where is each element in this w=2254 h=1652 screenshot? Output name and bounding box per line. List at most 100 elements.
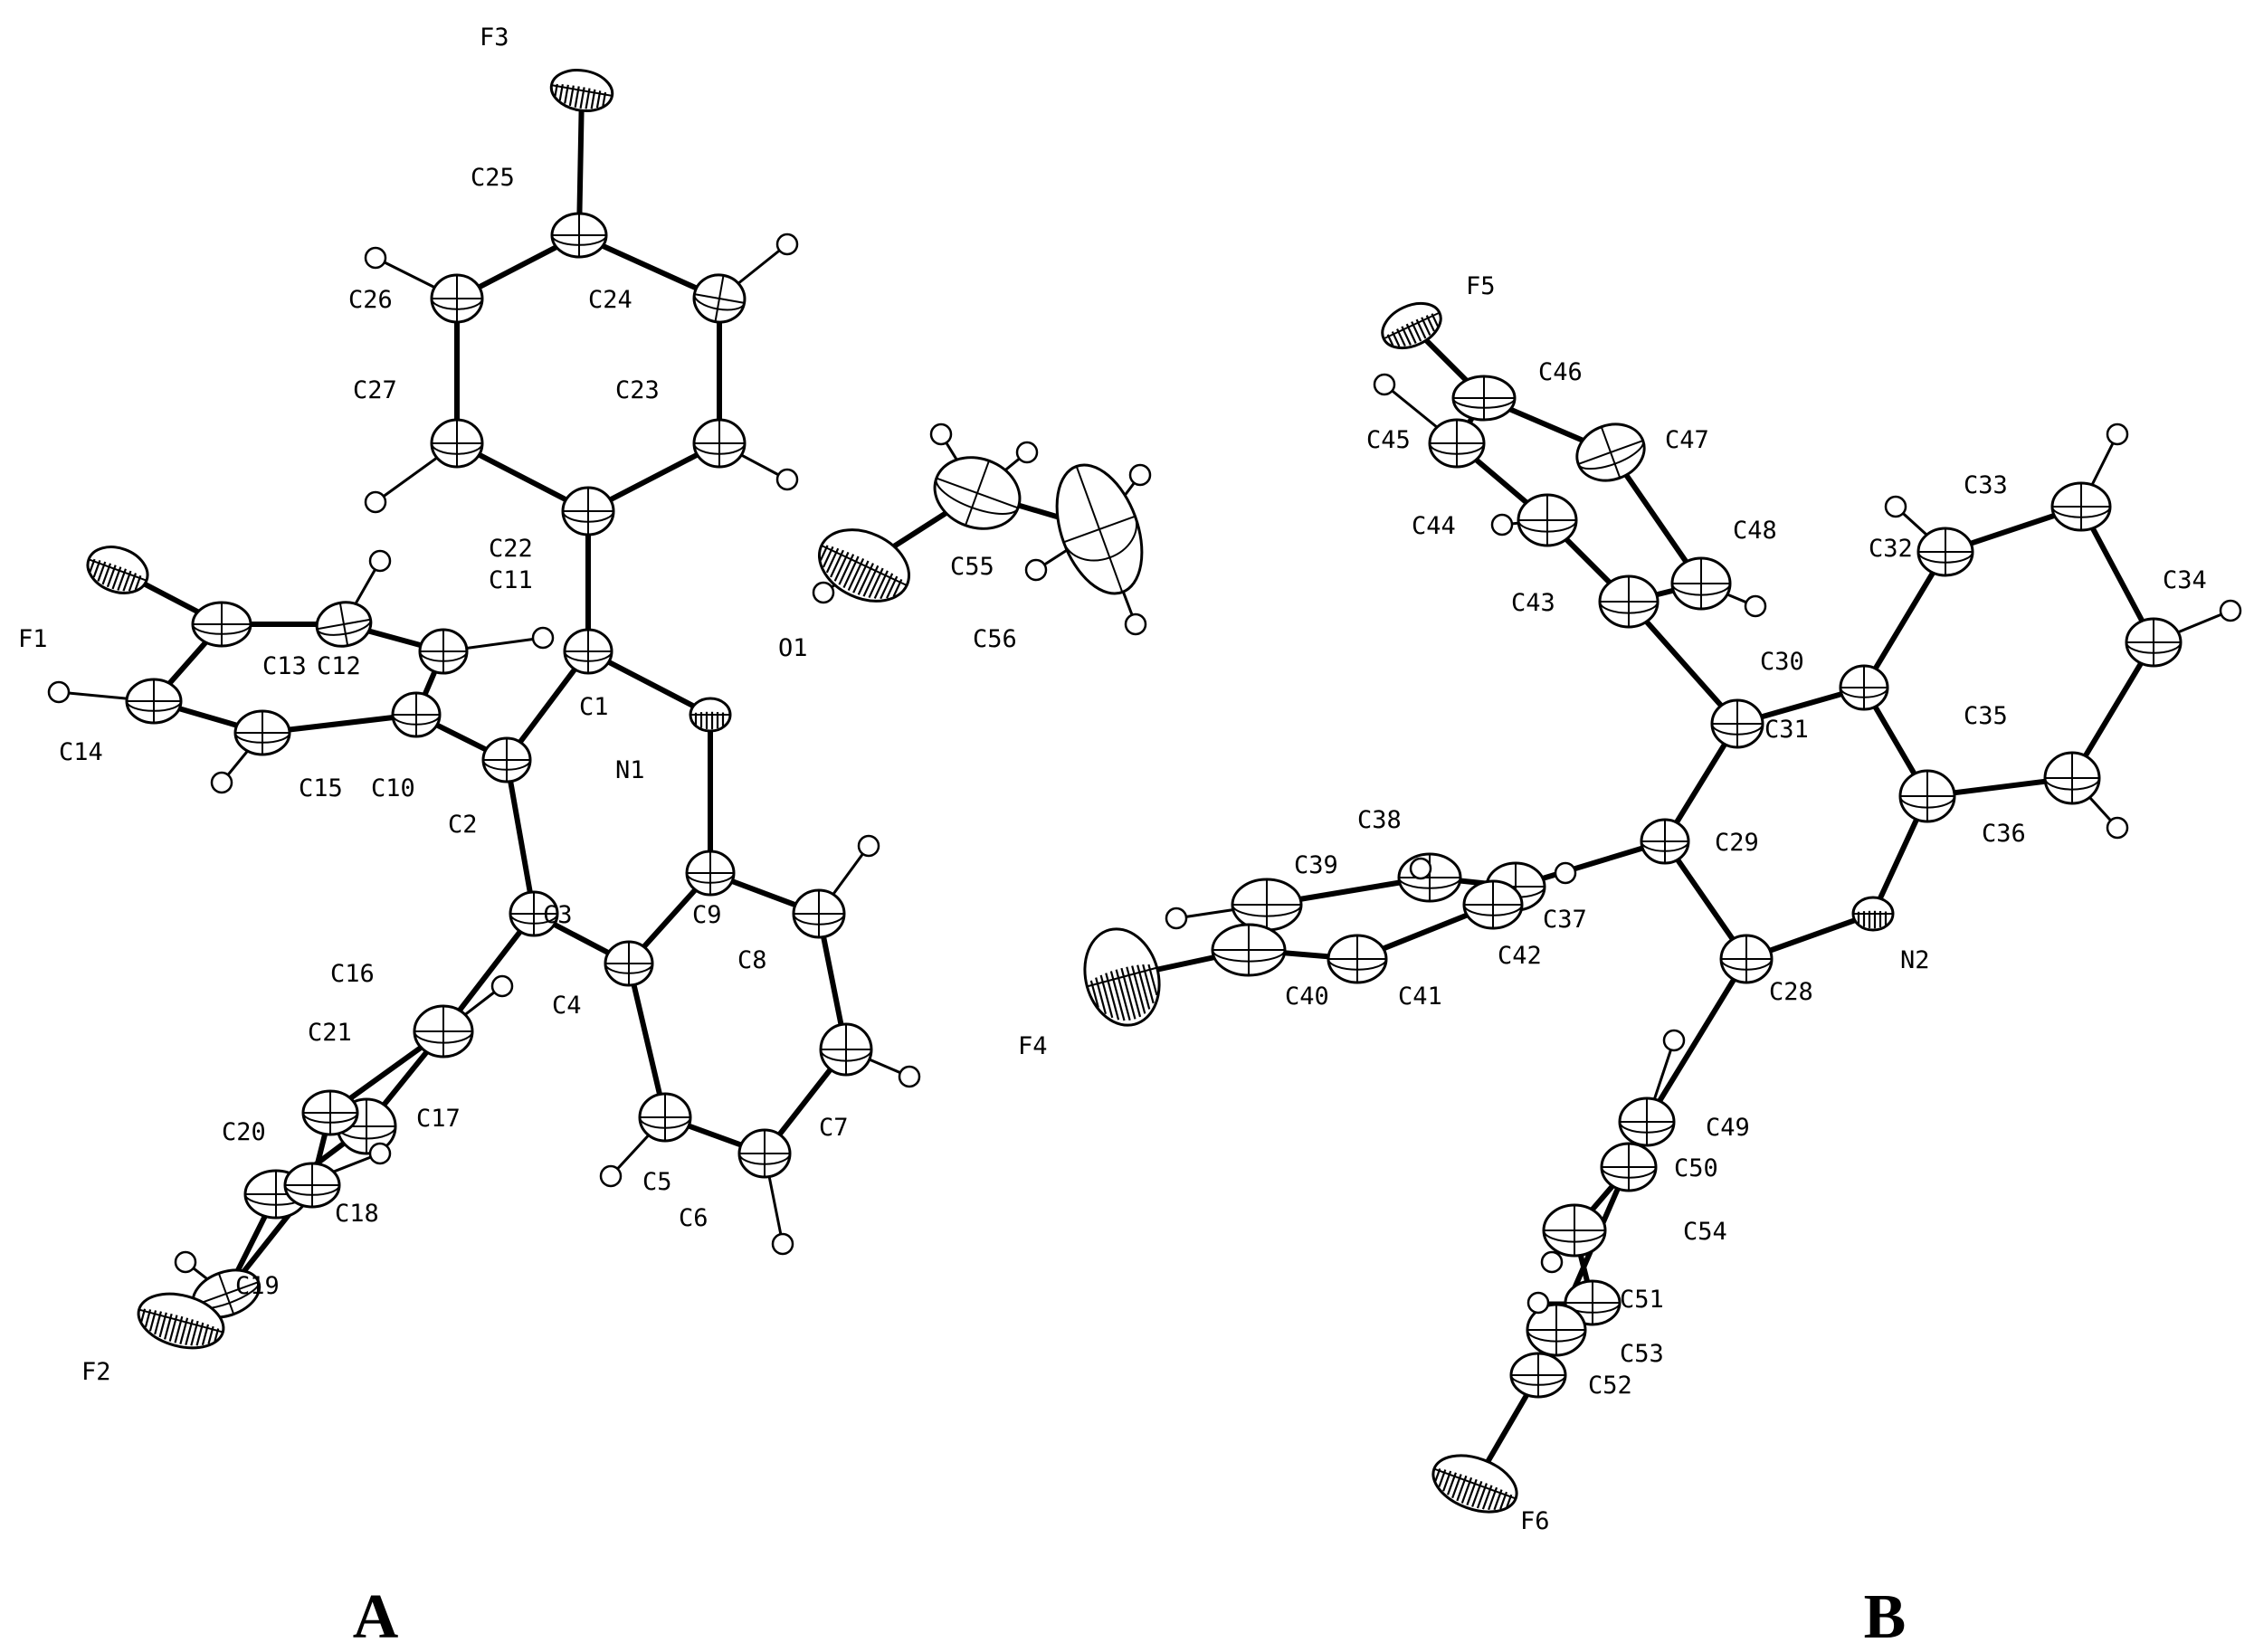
hydrogen-atom [775,468,799,491]
atom-c11 [418,628,469,675]
bond-c5-c4 [626,961,668,1120]
atom-label-c52: C52 [1588,1372,1632,1400]
ellipsoid-arc [1601,1166,1657,1179]
atom-c45 [1428,418,1486,469]
hydrogen-atom [47,680,71,704]
atom-label-c47: C47 [1665,426,1709,454]
ellipsoid-axis [714,275,725,322]
atom-c13 [191,601,252,648]
atom-label-c12: C12 [317,652,361,680]
atom-label-c5: C5 [642,1168,672,1196]
ellipsoid-axis [1075,466,1124,593]
atom-label-c48: C48 [1733,517,1777,545]
atom-label-c10: C10 [371,774,415,802]
panel-label-a: A [353,1582,399,1652]
ellipsoid-arc [1517,519,1577,533]
atom-c24 [692,273,747,324]
ellipsoid-arc [1577,440,1644,470]
atom-label-f3: F3 [480,24,509,52]
panel-label-b: B [1864,1582,1907,1652]
atom-f4 [1083,927,1161,1027]
atom-c16 [413,1004,474,1059]
atom-c39 [1231,878,1303,932]
hydrogen-atom [775,233,799,256]
atom-c21 [301,1089,359,1136]
hydrogen-atom [1554,861,1577,885]
hydrogen-atom [531,626,555,650]
bond-c2-c3 [504,757,537,916]
atom-label-c55: C55 [950,553,994,581]
hydrogen-atom [771,1232,794,1256]
ellipsoid-arc [1463,904,1523,916]
hydrogen-atom [364,490,387,514]
ellipsoid-axis [138,1308,223,1334]
atom-c10 [391,691,442,738]
hydrogen-atoms-layer [47,233,2242,1315]
hydrogen-atom [2106,816,2129,840]
atom-label-f4: F4 [1018,1032,1048,1060]
atom-label-c41: C41 [1398,983,1442,1011]
atom-c27 [430,418,484,469]
atom-c44 [1517,493,1578,547]
bond-c28-c49 [1644,956,1749,1125]
atom-c31 [1710,698,1764,749]
atom-c4 [604,940,654,987]
atom-label-f6: F6 [1520,1507,1550,1535]
ellipsoid-arc [1327,958,1387,971]
ellipsoid-axis [821,545,908,586]
atom-c35 [2043,751,2101,805]
atom-c2 [481,736,532,783]
atom-label-c1: C1 [579,693,609,721]
ellipsoid-arc [693,442,746,455]
ellipsoid-arc [1641,840,1689,852]
atom-label-c40: C40 [1285,983,1329,1011]
atom-label-c14: C14 [59,738,103,766]
hydrogen-atom [368,1142,392,1165]
ellipsoid-arc [1526,1329,1586,1343]
atom-label-c56: C56 [973,625,1017,653]
hydrogen-atom [1662,1029,1686,1052]
atom-f6 [1431,1454,1518,1514]
bonds-layer [115,88,2156,1486]
atom-c50 [1600,1142,1658,1192]
ellipsoid-arc [419,650,468,662]
hydrogen-atom [2219,599,2242,622]
atom-label-c34: C34 [2163,566,2207,594]
atom-f2 [137,1292,225,1350]
hydrogen-atom [857,834,880,858]
atom-label-c42: C42 [1498,942,1542,970]
atom-f5 [1381,301,1442,350]
ellipsoid-axis [1433,1467,1517,1500]
bond-c30-c32 [1861,549,1948,690]
atom-label-c38: C38 [1357,806,1402,834]
atom-c28 [1719,934,1774,984]
hydrogen-atom [1015,441,1039,464]
atom-label-c16: C16 [330,960,375,988]
atom-label-c4: C4 [552,992,582,1020]
hydrogen-atom [1165,907,1188,930]
ellipsoid-arc [284,1184,340,1196]
atom-c54 [1542,1203,1607,1258]
atom-c53 [1526,1303,1587,1357]
ellipsoid-arc [1398,877,1461,889]
ellipsoid-arc [1452,397,1516,409]
ellipsoid-arc [1720,958,1773,971]
atom-label-c36: C36 [1982,820,2026,848]
atom-c25 [550,212,608,259]
atom-c29 [1640,818,1690,865]
hydrogen-atom [210,771,233,794]
atom-label-c9: C9 [692,901,722,929]
atom-c49 [1618,1097,1676,1147]
ellipsoid-arc [693,293,746,311]
atom-label-c53: C53 [1620,1340,1664,1368]
atom-c23 [692,418,747,469]
atom-label-c32: C32 [1869,535,1913,563]
hydrogen-atom [1373,373,1396,396]
ellipsoid-arc [1062,516,1138,562]
atom-c8 [792,888,846,939]
atom-c42 [1462,879,1524,930]
hydrogen-atom [2106,422,2129,446]
ellipsoid-arc [686,872,735,884]
atom-c32 [1916,527,1974,577]
atom-label-c21: C21 [308,1019,352,1047]
